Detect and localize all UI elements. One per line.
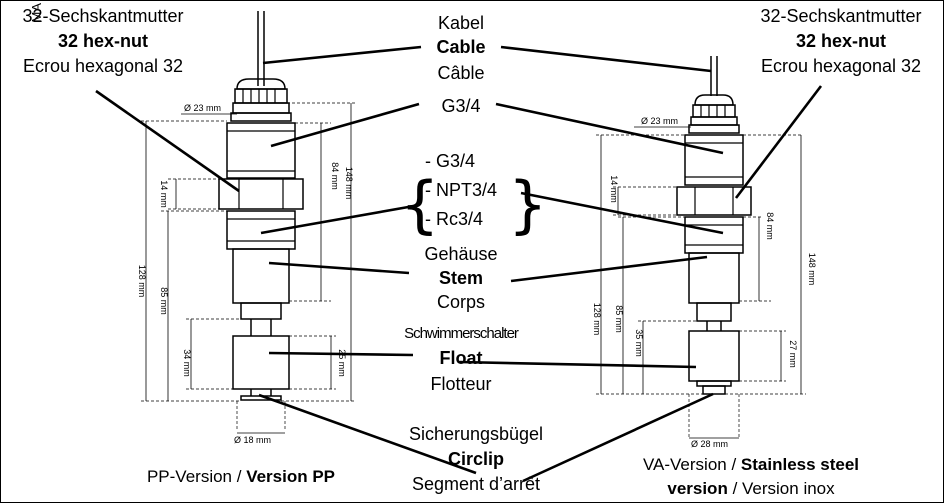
va-version-bold-1: Stainless steel (740, 455, 860, 474)
right-curly-brace: } (508, 168, 547, 241)
dim-right-lower: 85 mm (614, 305, 624, 333)
dim-right-total-height: 148 mm (807, 253, 817, 286)
nut-left-label-en: 32 hex-nut (57, 31, 149, 51)
dim-right-nut-height: 14 mm (609, 175, 619, 203)
va-version-caption-line1: VA-Version / Stainless steel (601, 456, 901, 473)
dim-right-bottom-diameter: Ø 28 mm (691, 439, 728, 449)
va-version-bold-2: version (667, 479, 728, 498)
dim-left-nut-height: 14 mm (159, 180, 169, 208)
cable-label-fr: Câble (437, 63, 485, 83)
right-dimensions (596, 134, 806, 438)
float-label-fr: Flotteur (430, 374, 492, 394)
dim-right-top-diameter: Ø 23 mm (641, 116, 678, 126)
nut-left-label-de: 32-Sechskantmutter (22, 6, 184, 26)
circlip-label-en: Circlip (447, 449, 504, 469)
va-version-prefix: VA-Version / (642, 455, 741, 474)
stem-label-de: Gehäuse (424, 244, 498, 264)
nut-right-label-de: 32-Sechskantmutter (760, 6, 922, 26)
stem-label-fr: Corps (436, 292, 485, 312)
dim-left-float-height: 25 mm (337, 349, 347, 377)
dim-left-bottom-diameter: Ø 18 mm (234, 435, 271, 445)
pp-version-bold: Version PP (246, 467, 336, 486)
right-sensor (676, 56, 752, 395)
cable-label-en: Cable (436, 37, 486, 57)
circlip-label-fr: Segment d’arrêt (411, 474, 541, 494)
dim-left-overall: 128 mm (137, 265, 147, 298)
corner-fragment-text: MA (29, 3, 44, 23)
nut-left-label-fr: Ecrou hexagonal 32 (22, 56, 184, 76)
stem-label-en: Stem (438, 268, 483, 288)
left-sensor (218, 11, 304, 401)
leader-lines (95, 45, 823, 483)
nut-right-label-fr: Ecrou hexagonal 32 (760, 56, 922, 76)
dim-left-top-diameter: Ø 23 mm (184, 103, 221, 113)
dim-right-overall: 128 mm (592, 303, 602, 336)
dim-right-float-height: 27 mm (788, 340, 798, 368)
pp-version-prefix: PP-Version / (146, 467, 247, 486)
nut-right-label-en: 32 hex-nut (795, 31, 887, 51)
dim-right-body-height: 84 mm (765, 212, 775, 240)
thread-option-g: - G3/4 (425, 151, 476, 171)
dim-left-body-height: 84 mm (330, 162, 340, 190)
float-label-en: Float (439, 348, 483, 368)
dim-left-total-height: 148 mm (344, 167, 354, 200)
dim-left-float-travel: 34 mm (182, 349, 192, 377)
left-curly-brace: { (400, 168, 439, 241)
float-label-de: Schwimmerschalter (404, 325, 519, 342)
circlip-label-de: Sicherungsbügel (408, 424, 544, 444)
cable-label-de: Kabel (437, 13, 485, 33)
thread-main-label: G3/4 (441, 96, 481, 116)
left-dimensions (141, 102, 356, 431)
thread-option-npt: - NPT3/4 (425, 180, 498, 200)
dim-right-float-travel: 35 mm (634, 329, 644, 357)
pp-version-caption: PP-Version / Version PP (111, 468, 371, 485)
va-version-suffix: / Version inox (727, 479, 835, 498)
thread-option-rc: - Rc3/4 (425, 209, 484, 229)
va-version-caption-line2: version / Version inox (601, 480, 901, 497)
dim-left-lower: 85 mm (159, 287, 169, 315)
